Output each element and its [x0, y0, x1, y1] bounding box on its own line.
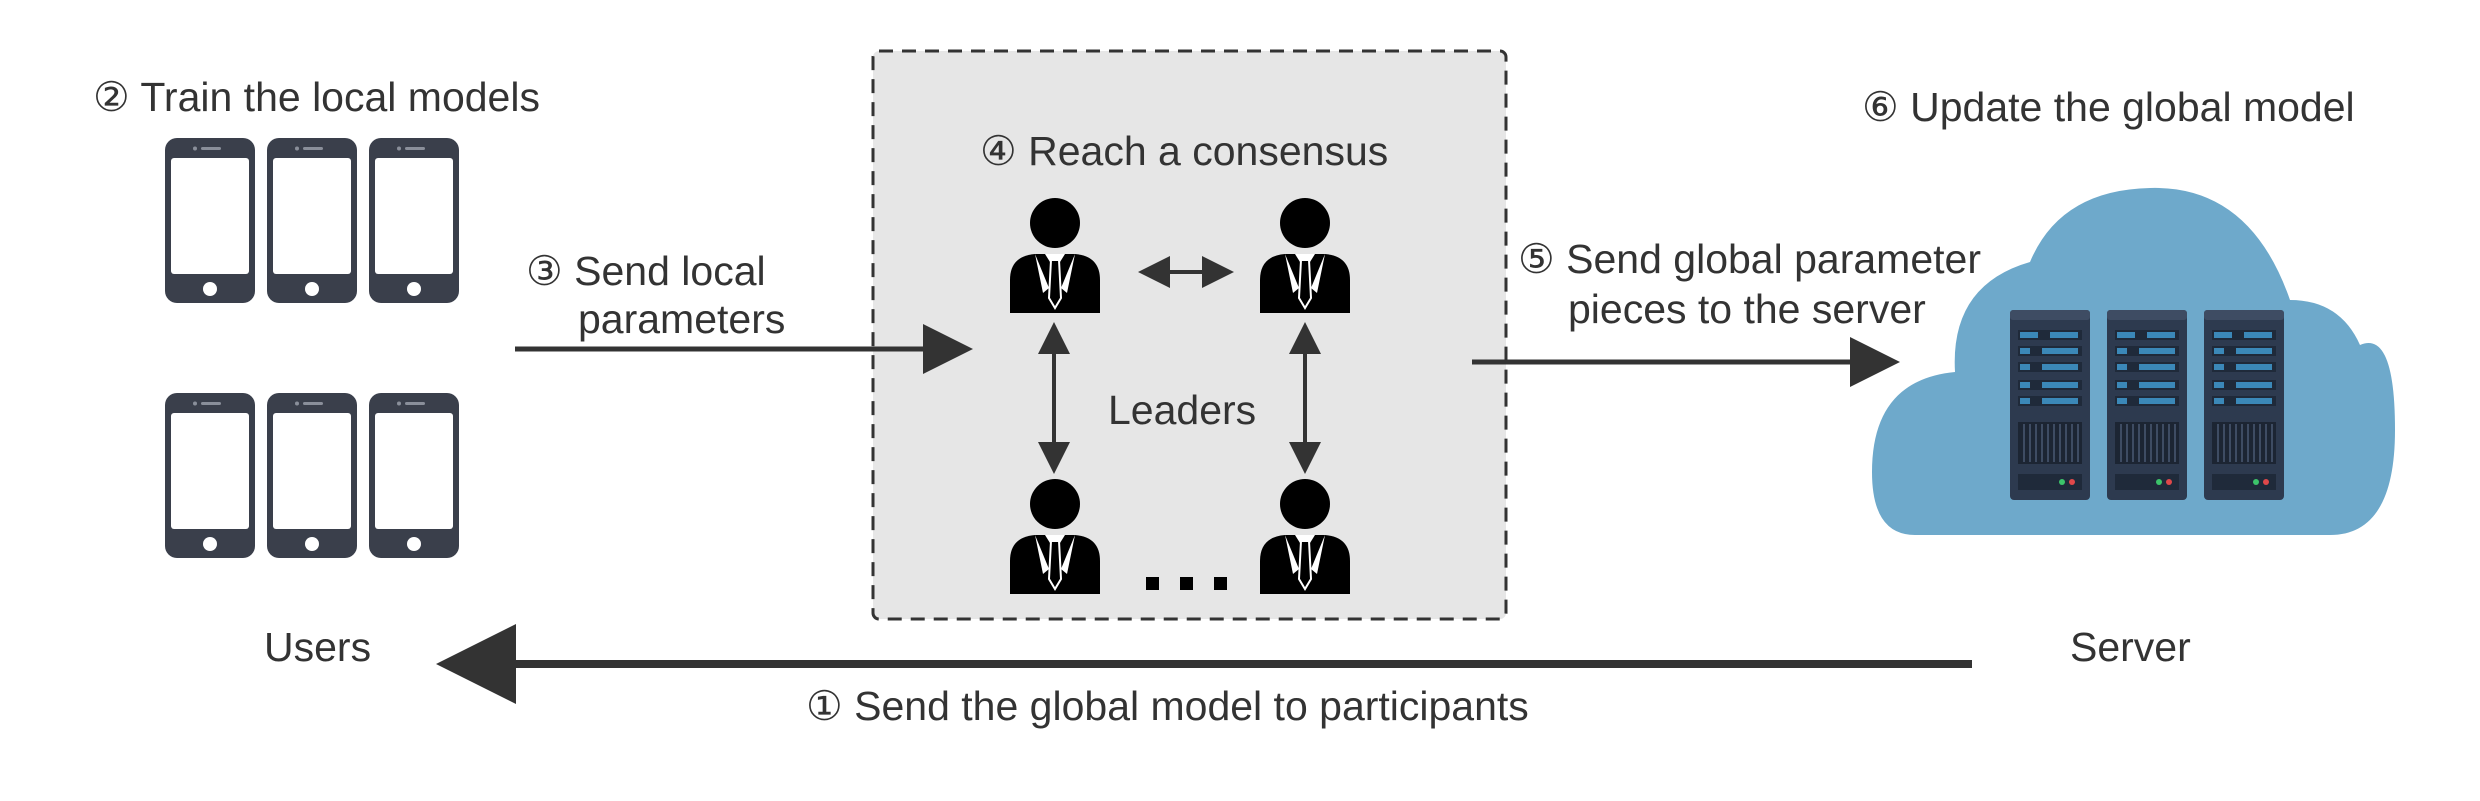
more-leaders-ellipsis — [1146, 577, 1227, 590]
smartphone-icon — [369, 393, 459, 558]
step-5-label-line1: ⑤ Send global parameter — [1518, 236, 1981, 282]
users-label: Users — [264, 624, 372, 670]
leaders-label: Leaders — [1108, 387, 1257, 433]
server-rack-icon — [2010, 310, 2090, 500]
server-label: Server — [2070, 624, 2191, 670]
step-3-label-line1: ③ Send local — [526, 248, 766, 294]
smartphone-icon — [165, 393, 255, 558]
step-4-label: ④ Reach a consensus — [980, 128, 1389, 174]
server-rack-icon — [2204, 310, 2284, 500]
server-rack-group — [2010, 310, 2284, 500]
step-5-label-line2: pieces to the server — [1568, 286, 1926, 332]
smartphone-icon — [267, 138, 357, 303]
step-1-label: ① Send the global model to participants — [806, 683, 1529, 729]
smartphone-icon — [165, 138, 255, 303]
users-phone-group — [165, 138, 459, 558]
smartphone-icon — [369, 138, 459, 303]
server-rack-icon — [2107, 310, 2187, 500]
step-3-label-line2: parameters — [578, 296, 786, 342]
smartphone-icon — [267, 393, 357, 558]
step-2-label: ② Train the local models — [93, 74, 540, 120]
step-6-label: ⑥ Update the global model — [1862, 84, 2355, 130]
leaders-panel — [871, 49, 1508, 621]
